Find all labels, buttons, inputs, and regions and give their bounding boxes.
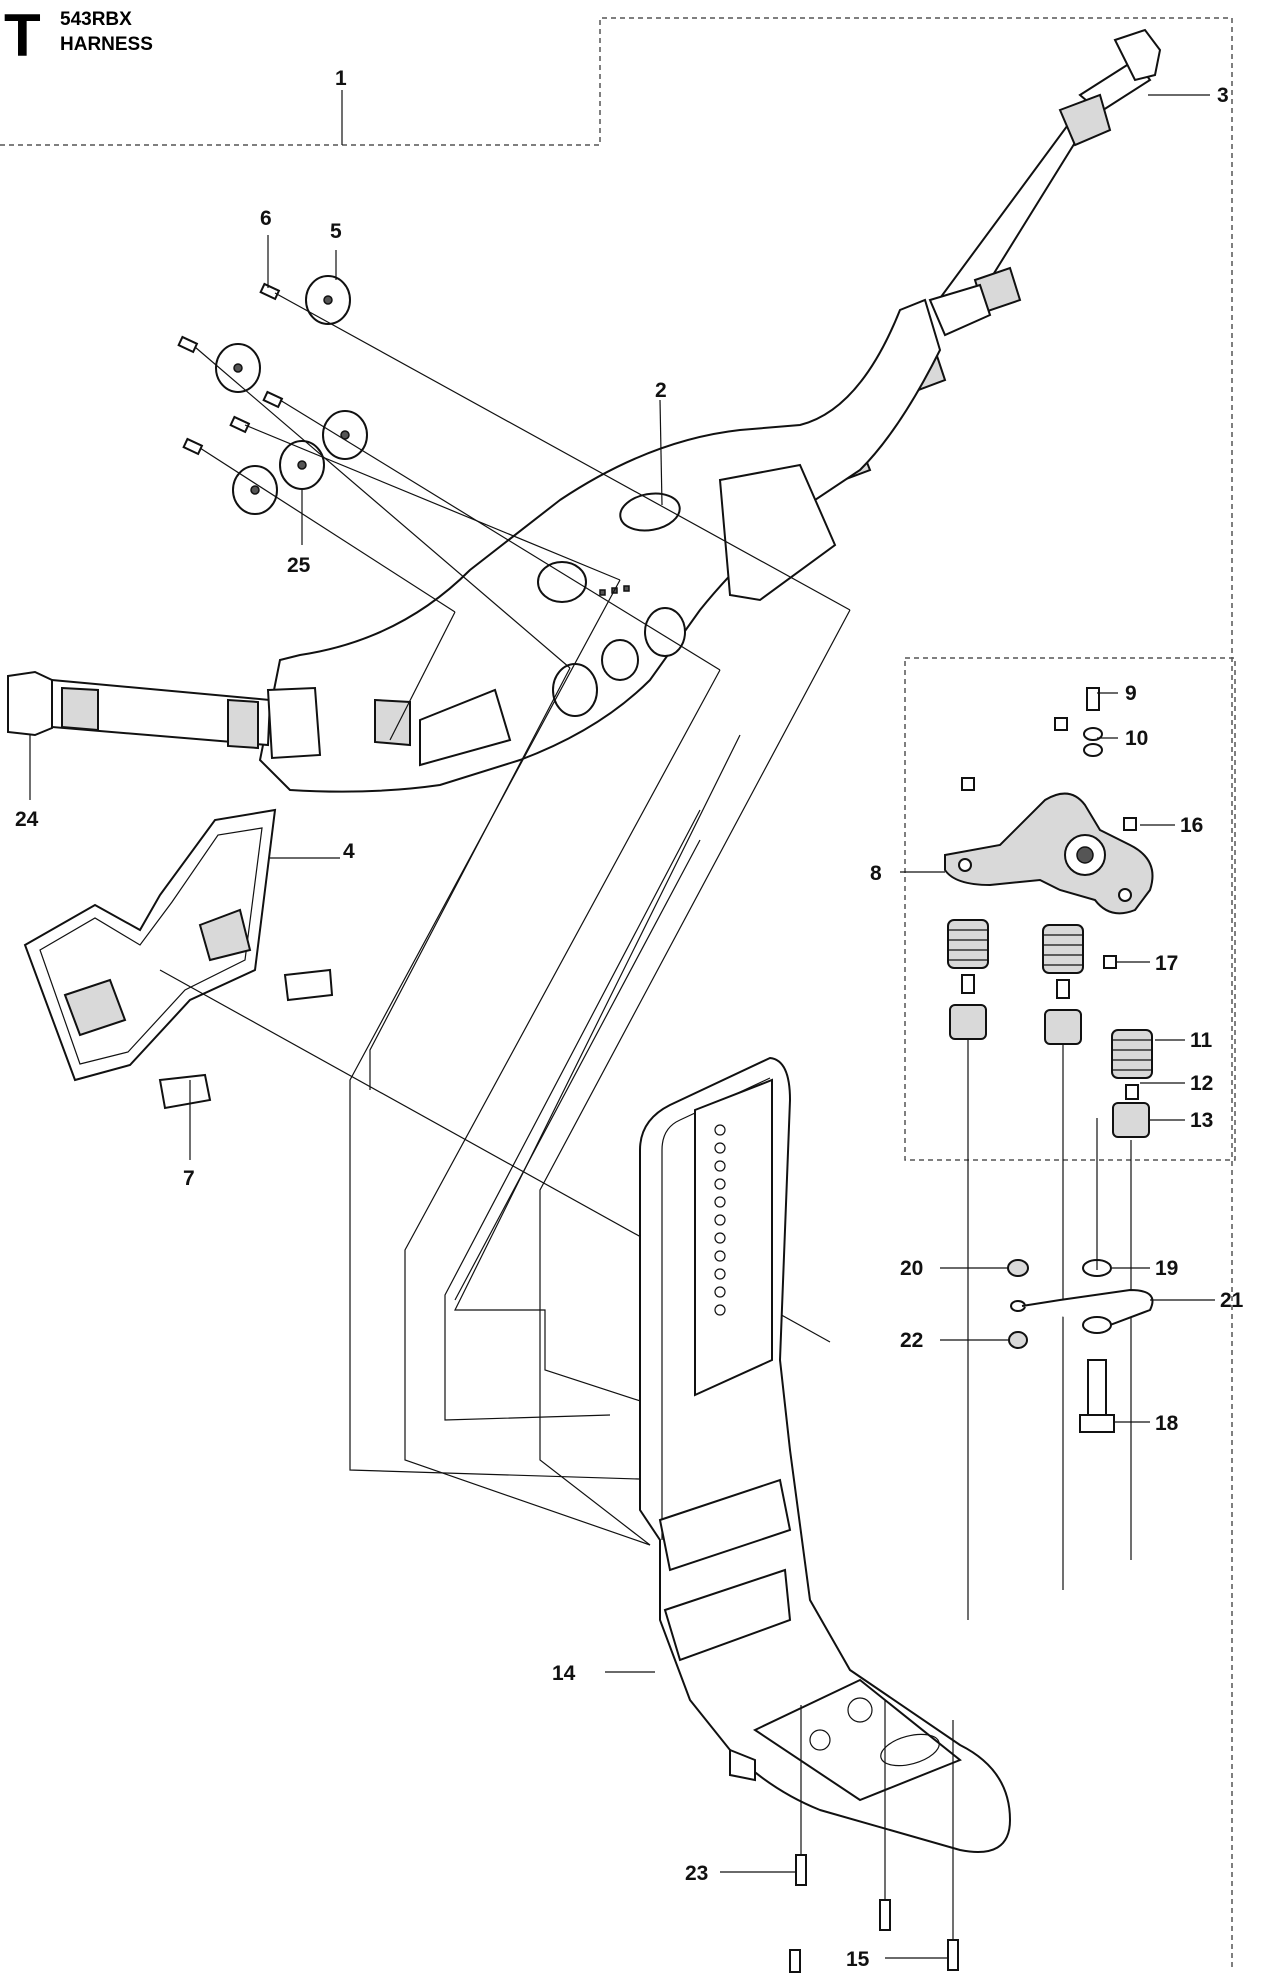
- group-outlines: [0, 17, 1236, 1970]
- waist-belt: [7, 670, 411, 760]
- callout-3: 3: [1217, 84, 1229, 107]
- damper-kit-outline: [904, 657, 1236, 1161]
- damper-kit: [944, 687, 1154, 1620]
- callout-6: 6: [260, 207, 272, 230]
- harness-back-plate: [258, 298, 942, 793]
- section-letter: T: [4, 2, 41, 69]
- model-name: 543RBX: [60, 9, 132, 30]
- callout-20: 20: [900, 1257, 923, 1280]
- section-title: HARNESS: [60, 34, 153, 55]
- callout-24: 24: [15, 808, 39, 831]
- callout-8: 8: [870, 862, 882, 885]
- assembly-leaders: [349, 579, 851, 1546]
- small-bolts: [961, 687, 1139, 1100]
- callout-23: 23: [685, 1862, 708, 1885]
- callout-11: 11: [1190, 1029, 1213, 1052]
- frame-adjustment-holes: [714, 1124, 726, 1316]
- harness-frame: [639, 1056, 1012, 1853]
- hip-plate: [23, 808, 831, 1343]
- diagram-header: T 543RBX HARNESS: [4, 2, 153, 69]
- callout-5: 5: [330, 220, 342, 243]
- callout-25: 25: [287, 554, 311, 577]
- harness-kit-outline: [0, 17, 1233, 1970]
- callout-10: 10: [1125, 727, 1148, 750]
- callout-18: 18: [1155, 1412, 1179, 1435]
- rubber-cushions: [949, 1004, 1150, 1138]
- callout-19: 19: [1155, 1257, 1178, 1280]
- callout-labels: 1 2 3 4 5 6 7 8 9 10 11 12 13 14 15 16 1…: [15, 67, 1244, 1971]
- back-pad-fasteners: [177, 275, 851, 671]
- callout-2: 2: [655, 379, 667, 402]
- callout-14: 14: [552, 1662, 576, 1685]
- callout-17: 17: [1155, 952, 1178, 975]
- callout-22: 22: [900, 1329, 923, 1352]
- springs: [947, 919, 1153, 1079]
- callout-leaders: [29, 90, 1215, 1959]
- callout-4: 4: [343, 840, 355, 863]
- callout-1: 1: [335, 67, 347, 90]
- callout-21: 21: [1220, 1289, 1244, 1312]
- callout-7: 7: [183, 1167, 195, 1190]
- callout-9: 9: [1125, 682, 1137, 705]
- bottom-screws: [789, 1700, 959, 1973]
- callout-13: 13: [1190, 1109, 1213, 1132]
- callout-15: 15: [846, 1948, 870, 1971]
- callout-16: 16: [1180, 814, 1203, 837]
- callout-12: 12: [1190, 1072, 1213, 1095]
